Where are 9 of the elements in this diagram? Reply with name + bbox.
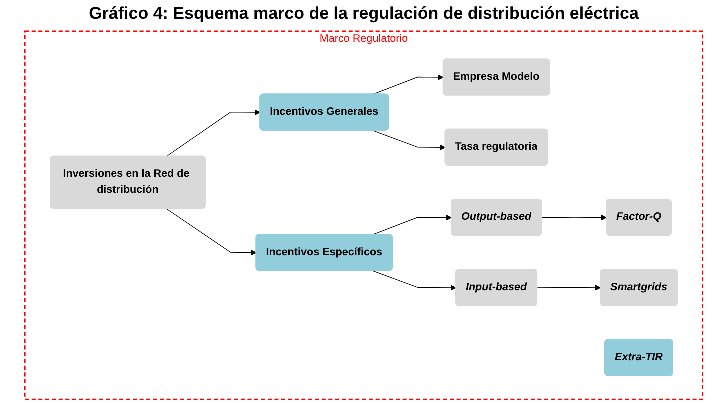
arrow <box>166 110 261 157</box>
arrow <box>372 130 446 151</box>
arrow <box>372 74 444 95</box>
diagram-title: Gráfico 4: Esquema marco de la regulación de distribución eléctrica <box>89 4 639 24</box>
arrow <box>166 208 257 256</box>
arrow <box>372 270 456 291</box>
arrow <box>537 284 601 291</box>
arrow <box>372 214 452 236</box>
arrow <box>542 214 607 221</box>
